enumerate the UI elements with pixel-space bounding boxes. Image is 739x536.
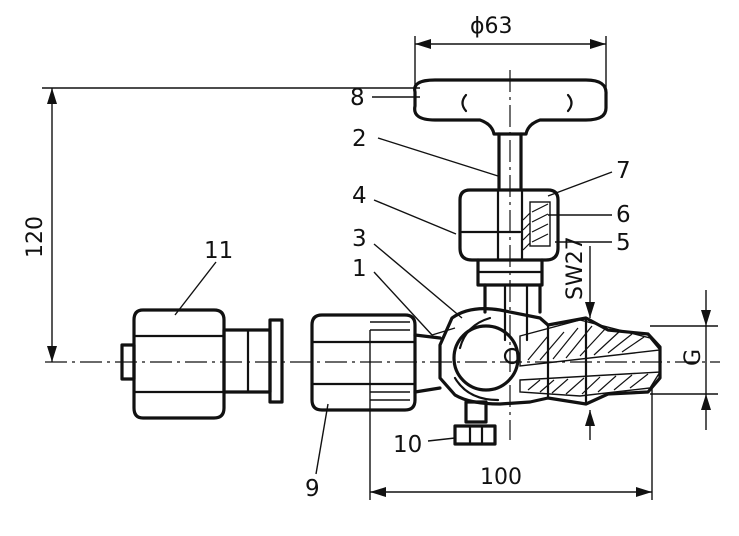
dimension-thread [650, 290, 718, 430]
diameter-label: ϕ63 [470, 14, 513, 39]
inlet-union-nut [310, 313, 442, 412]
valve-seat [452, 324, 521, 392]
outlet-section-hatching [519, 319, 662, 397]
part-label-11: 11 [204, 238, 233, 264]
leader-lines [174, 96, 613, 475]
length-label: 100 [480, 465, 522, 490]
part-label-5: 5 [616, 230, 631, 256]
pipe-union [120, 308, 284, 420]
dimension-height [42, 87, 420, 362]
thread-label: G [681, 349, 706, 366]
valve-body [438, 307, 662, 406]
part-label-2: 2 [352, 126, 367, 152]
bonnet-assembly [458, 188, 560, 262]
dimension-length [369, 330, 653, 500]
part-label-9: 9 [305, 476, 320, 502]
part-label-7: 7 [616, 158, 631, 184]
dimension-diameter [414, 36, 607, 96]
part-label-6: 6 [616, 202, 631, 228]
part-label-1: 1 [352, 256, 367, 282]
height-label: 120 [23, 216, 48, 258]
handwheel [413, 78, 608, 136]
part-label-10: 10 [393, 432, 422, 458]
part-label-3: 3 [352, 226, 367, 252]
dimension-wrench [585, 246, 595, 440]
wrench-size-label: SW27 [563, 236, 588, 300]
part-label-4: 4 [352, 183, 367, 209]
spindle [497, 132, 523, 190]
vent-plug [453, 400, 497, 446]
part-label-8: 8 [350, 85, 365, 111]
